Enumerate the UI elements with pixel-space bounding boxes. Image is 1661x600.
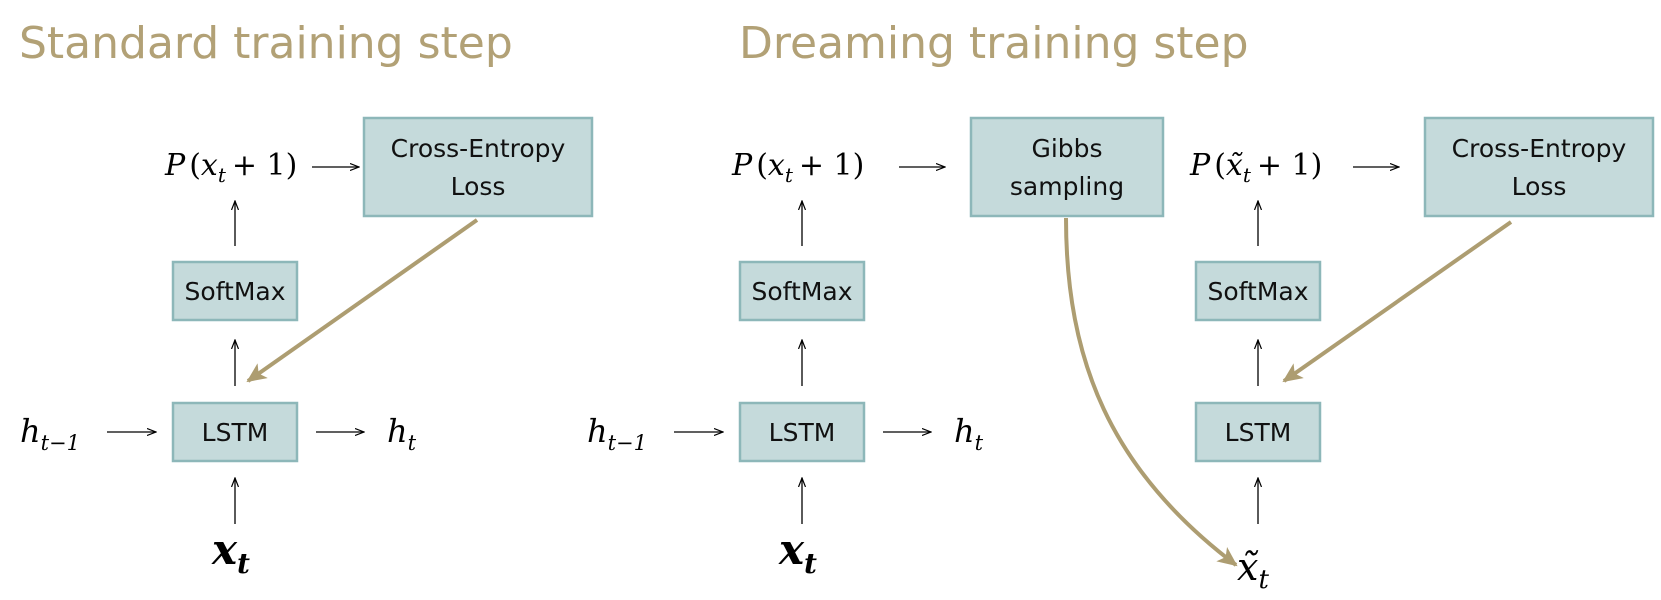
gibbs-sampling-box: Gibbs sampling bbox=[969, 116, 1165, 218]
h-prev-label-standard: ht−1 bbox=[20, 412, 80, 455]
cross-entropy-loss-box-standard: Cross-Entropy Loss bbox=[362, 116, 594, 218]
gibbs-sampling-arrow bbox=[1064, 217, 1238, 567]
dreaming-step-title: Dreaming training step bbox=[739, 18, 1249, 69]
cross-entropy-label-line2-dreaming: Loss bbox=[1512, 172, 1567, 201]
lstm-label: LSTM bbox=[202, 418, 269, 447]
loss-feedback-arrow-dreaming bbox=[1282, 220, 1513, 383]
h-t-label-standard: ht bbox=[387, 412, 417, 455]
lstm-label-dreaming-second: LSTM bbox=[1225, 418, 1292, 447]
standard-step-title: Standard training step bbox=[19, 18, 513, 69]
gibbs-label-line1: Gibbs bbox=[1031, 134, 1102, 163]
x-t-input-dreaming: xt bbox=[778, 525, 817, 580]
standard-diagram: Cross-Entropy Loss SoftMax LSTM P(xt+ 1)… bbox=[20, 116, 594, 580]
dreaming-diagram: Gibbs sampling Cross-Entropy Loss SoftMa… bbox=[587, 116, 1655, 595]
softmax-box-dreaming-first: SoftMax bbox=[738, 260, 866, 322]
cross-entropy-label-line1-dreaming: Cross-Entropy bbox=[1452, 134, 1627, 163]
softmax-label-dreaming-second: SoftMax bbox=[1207, 277, 1308, 306]
softmax-label: SoftMax bbox=[184, 277, 285, 306]
probability-label-dreaming: P(xt+ 1) bbox=[731, 148, 864, 187]
x-tilde-sample: x̃t bbox=[1237, 545, 1269, 595]
x-t-input-standard: xt bbox=[211, 525, 250, 580]
gibbs-label-line2: sampling bbox=[1010, 172, 1124, 201]
probability-tilde-label-dreaming: P(x̃t+ 1) bbox=[1189, 148, 1322, 187]
softmax-box-standard: SoftMax bbox=[171, 260, 299, 322]
lstm-label-dreaming-first: LSTM bbox=[769, 418, 836, 447]
cross-entropy-label-line1: Cross-Entropy bbox=[391, 134, 566, 163]
lstm-box-dreaming-second: LSTM bbox=[1194, 401, 1322, 463]
cross-entropy-loss-box-dreaming: Cross-Entropy Loss bbox=[1423, 116, 1655, 218]
probability-label-standard: P(xt+ 1) bbox=[164, 148, 297, 187]
softmax-label-dreaming-first: SoftMax bbox=[751, 277, 852, 306]
softmax-box-dreaming-second: SoftMax bbox=[1194, 260, 1322, 322]
h-t-label-dreaming: ht bbox=[954, 412, 984, 455]
loss-feedback-arrow-standard bbox=[246, 218, 479, 383]
lstm-box-dreaming-first: LSTM bbox=[738, 401, 866, 463]
cross-entropy-label-line2: Loss bbox=[451, 172, 506, 201]
h-prev-label-dreaming: ht−1 bbox=[587, 412, 647, 455]
lstm-box-standard: LSTM bbox=[171, 401, 299, 463]
